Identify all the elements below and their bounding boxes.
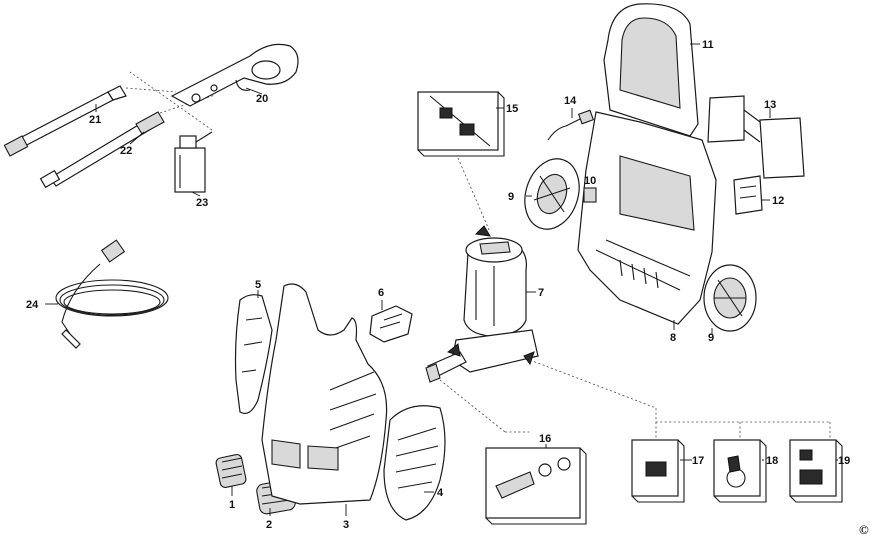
- bag-15: [417, 91, 505, 233]
- part-label-7: 7: [538, 287, 544, 299]
- front-housing-3: [261, 283, 388, 505]
- bag-19: [789, 439, 843, 503]
- part-label-2: 2: [266, 519, 272, 531]
- part-label-10: 10: [584, 175, 596, 187]
- part-label-20: 20: [256, 93, 268, 105]
- part-label-6: 6: [378, 287, 384, 299]
- part-label-18: 18: [766, 455, 778, 467]
- vent-grille-1: [215, 454, 247, 488]
- part-label-9-frame: 9: [708, 332, 714, 344]
- connector-bracket-17-19: [529, 359, 831, 438]
- bag-18: [713, 439, 767, 503]
- power-cord-14: [547, 109, 595, 141]
- part-label-3: 3: [343, 519, 349, 531]
- wheel-9b: [703, 264, 757, 332]
- part-labels: 20 21 22 23 24 5 1 2 3 4 6 7 8 9 9 10 11…: [26, 39, 850, 531]
- switch-6: [369, 305, 413, 343]
- bag-17: [631, 439, 685, 503]
- bracket-13: [707, 95, 805, 179]
- clip-10: [583, 187, 597, 203]
- part-label-13: 13: [764, 99, 776, 111]
- part-label-14: 14: [564, 95, 577, 107]
- bag-16: [439, 379, 587, 525]
- part-label-1: 1: [229, 499, 235, 511]
- clip-12: [733, 175, 763, 215]
- frame-8: [577, 111, 717, 325]
- part-label-24: 24: [26, 299, 39, 311]
- hose-24: [55, 239, 169, 349]
- part-label-16: 16: [539, 433, 551, 445]
- part-label-5: 5: [255, 279, 261, 291]
- part-label-17: 17: [692, 455, 704, 467]
- side-cover-5: [234, 294, 273, 415]
- copyright-mark: ©: [859, 522, 869, 537]
- part-label-4: 4: [437, 487, 444, 499]
- part-label-9-wheel: 9: [508, 191, 514, 203]
- part-label-11: 11: [702, 39, 714, 51]
- handle-11: [603, 3, 699, 137]
- part-label-23: 23: [196, 197, 208, 209]
- detergent-bottle-23: [129, 71, 213, 193]
- side-panel-4: [383, 405, 446, 521]
- wheel-9a: [524, 158, 580, 230]
- part-label-22: 22: [120, 145, 132, 157]
- lance-21: [3, 85, 177, 157]
- part-label-19: 19: [838, 455, 850, 467]
- leader-lines: [45, 43, 838, 516]
- part-label-21: 21: [89, 114, 101, 126]
- part-label-8: 8: [670, 332, 676, 344]
- part-label-15: 15: [506, 103, 518, 115]
- part-label-12: 12: [772, 195, 784, 207]
- motor-pump-7: [425, 225, 539, 383]
- spray-gun-20: [170, 43, 299, 107]
